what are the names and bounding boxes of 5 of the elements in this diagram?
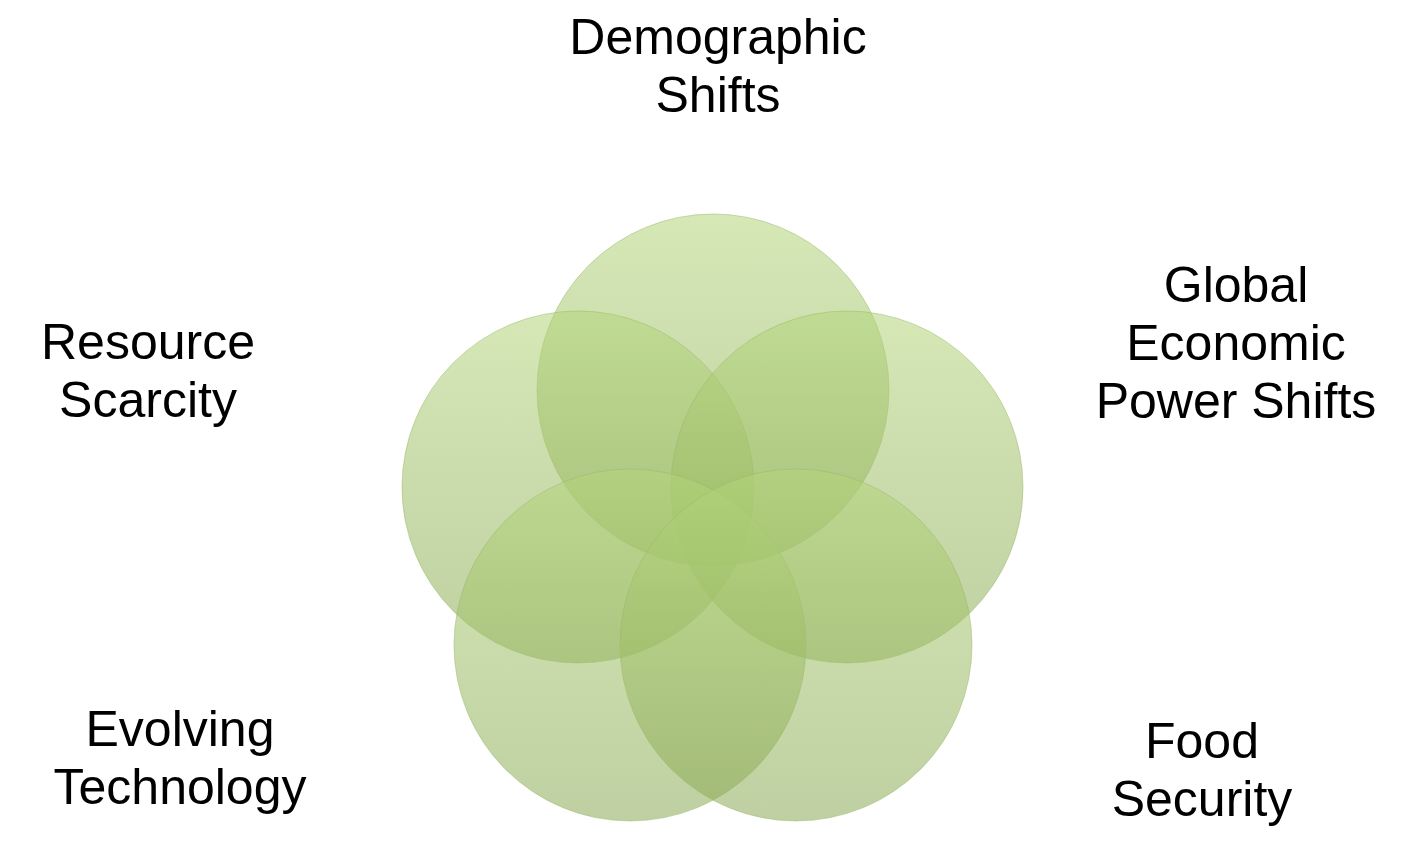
circle-label: Demographic Shifts [568,8,868,124]
circle-label: Evolving Technology [52,700,308,816]
circle-label: Food Security [1110,712,1294,828]
circle-label: Resource Scarcity [40,313,256,429]
circle-label: Global Economic Power Shifts [1094,256,1378,430]
